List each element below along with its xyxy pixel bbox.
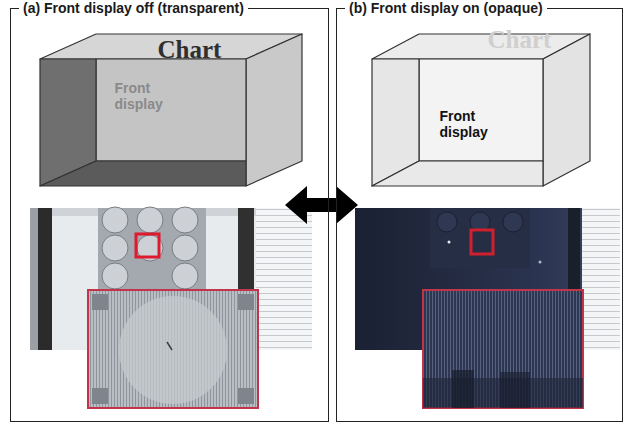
box-floor: [372, 161, 543, 186]
photo-opaque-part: [430, 208, 530, 268]
box-side: [543, 34, 590, 186]
photo-transparent-part: [137, 207, 163, 233]
panel-heading: (b) Front display on (opaque): [345, 0, 547, 17]
zoom-inset-opaque-part: [452, 370, 474, 408]
box-outline: [372, 34, 590, 186]
photo-transparent-part: [98, 208, 206, 292]
zoom-inset-transparent-part: [88, 290, 258, 408]
box-illustration: ChartFront display: [372, 34, 590, 186]
zoom-inset-transparent-part: [119, 296, 227, 404]
box-illustration: ChartFront display: [40, 34, 302, 186]
zoom-inset-transparent-part: [238, 388, 254, 404]
zoom-inset-transparent-part: [167, 342, 172, 350]
photo-opaque-part: [448, 241, 451, 244]
zoom-inset-transparent-part: [92, 294, 108, 310]
chart-label: Chart: [158, 36, 222, 64]
photo-transparent-part: [172, 235, 198, 261]
zoom-inset-opaque: [423, 290, 583, 408]
box-side: [246, 34, 302, 186]
photo-opaque-part: [437, 212, 457, 232]
photo-transparent-part: [137, 235, 163, 261]
zoom-inset-transparent-part: [92, 388, 108, 404]
photo-transparent-part: [136, 234, 159, 257]
photo-transparent-part: [172, 263, 198, 289]
photo-transparent-part: [256, 208, 312, 350]
box-back-wall: [96, 59, 246, 161]
photo-opaque-part: [503, 212, 523, 232]
zoom-inset-opaque-part: [500, 372, 530, 408]
photo-transparent-part: [102, 235, 128, 261]
panel: (b) Front display on (opaque)ChartFront …: [336, 8, 623, 422]
zoom-inset-opaque-part: [423, 290, 583, 408]
zoom-inset-transparent-part: [238, 294, 254, 310]
panel: (a) Front display off (transparent)Chart…: [10, 8, 329, 422]
photo-transparent-part: [102, 263, 128, 289]
display-label: Front display: [115, 80, 175, 112]
photo-opaque-part: [471, 230, 493, 254]
display-label: Front display: [440, 108, 500, 140]
photo-transparent-part: [38, 208, 52, 350]
box-back-wall: [419, 59, 543, 161]
double-arrow: [285, 186, 358, 224]
box-floor: [40, 161, 246, 186]
chart-label: Chart: [488, 26, 552, 54]
photo-transparent-part: [102, 207, 128, 233]
photo-opaque-part: [539, 261, 542, 264]
photo-opaque-part: [582, 208, 620, 350]
photo-transparent-part: [172, 207, 198, 233]
photo-transparent-part: [30, 208, 38, 350]
panel-heading: (a) Front display off (transparent): [19, 0, 248, 17]
zoom-inset-transparent: [88, 290, 258, 408]
